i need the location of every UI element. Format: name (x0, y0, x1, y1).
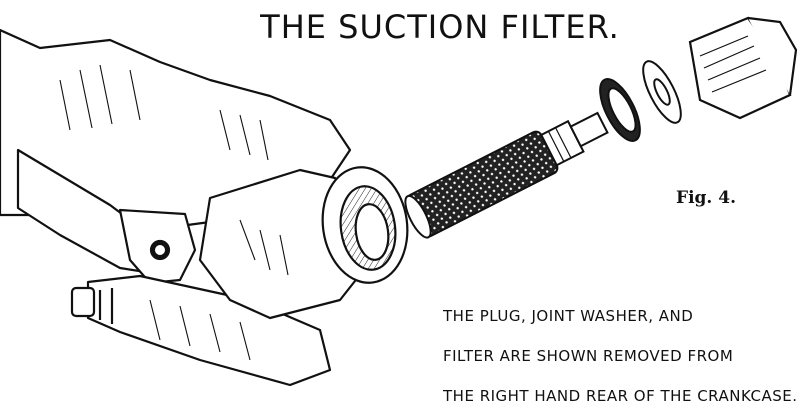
caption-line-3: THE RIGHT HAND REAR OF THE CRANKCASE. (443, 387, 798, 405)
plug-drawing (688, 16, 798, 120)
shading-lines (59, 64, 289, 361)
suction-filter-drawing (404, 111, 609, 239)
joint-washer-drawing (599, 60, 682, 142)
caption-line-1: THE PLUG, JOINT WASHER, AND (443, 307, 694, 325)
diagram-title: THE SUCTION FILTER. (260, 8, 620, 46)
figure-label: Fig. 4. (676, 188, 736, 208)
crankcase-drawing (0, 28, 409, 387)
caption: THE PLUG, JOINT WASHER, AND FILTER ARE S… (443, 296, 798, 416)
caption-line-2: FILTER ARE SHOWN REMOVED FROM (443, 347, 734, 365)
